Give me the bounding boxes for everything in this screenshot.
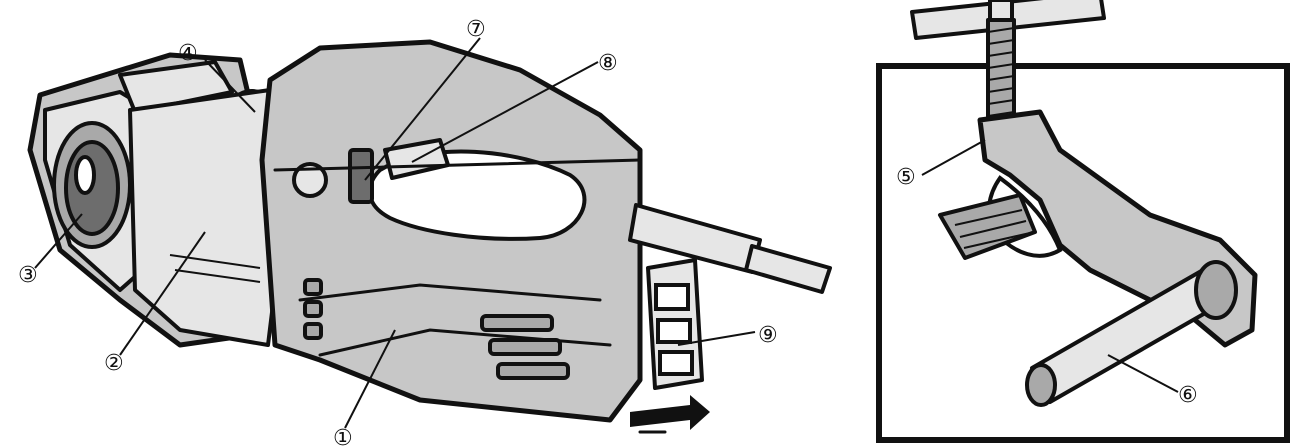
leader-6 — [1107, 354, 1179, 393]
callout-8: ⑧ — [598, 51, 618, 76]
top-dial-block — [118, 60, 234, 114]
threaded-screw — [986, 18, 1016, 132]
callout-7: ⑦ — [466, 17, 486, 42]
vent-slots — [303, 278, 570, 380]
jaw-pad — [938, 193, 1037, 260]
bar-collar — [1194, 260, 1238, 320]
leader-5 — [921, 139, 986, 176]
battery-clip — [646, 258, 704, 390]
callout-5: ⑤ — [896, 165, 916, 190]
clamp-illustration: ⑤ ⑥ — [876, 0, 1290, 443]
trigger-switch — [348, 148, 374, 204]
handle-opening — [367, 149, 587, 241]
insert-arrow — [630, 395, 710, 434]
body-screw — [292, 162, 328, 198]
callout-6: ⑥ — [1178, 383, 1198, 408]
screw-top — [988, 0, 1014, 22]
callout-1: ① — [333, 426, 353, 446]
power-tool-illustration: ① ② ③ ④ ⑦ ⑧ ⑨ — [18, 17, 832, 446]
callout-2: ② — [104, 351, 124, 376]
bar-end — [1025, 363, 1057, 407]
leader-lines — [34, 37, 756, 429]
callout-3: ③ — [18, 263, 38, 288]
callout-9: ⑨ — [758, 323, 778, 348]
lens-highlight — [74, 155, 96, 195]
power-cord — [744, 244, 832, 294]
callout-4: ④ — [178, 41, 198, 66]
